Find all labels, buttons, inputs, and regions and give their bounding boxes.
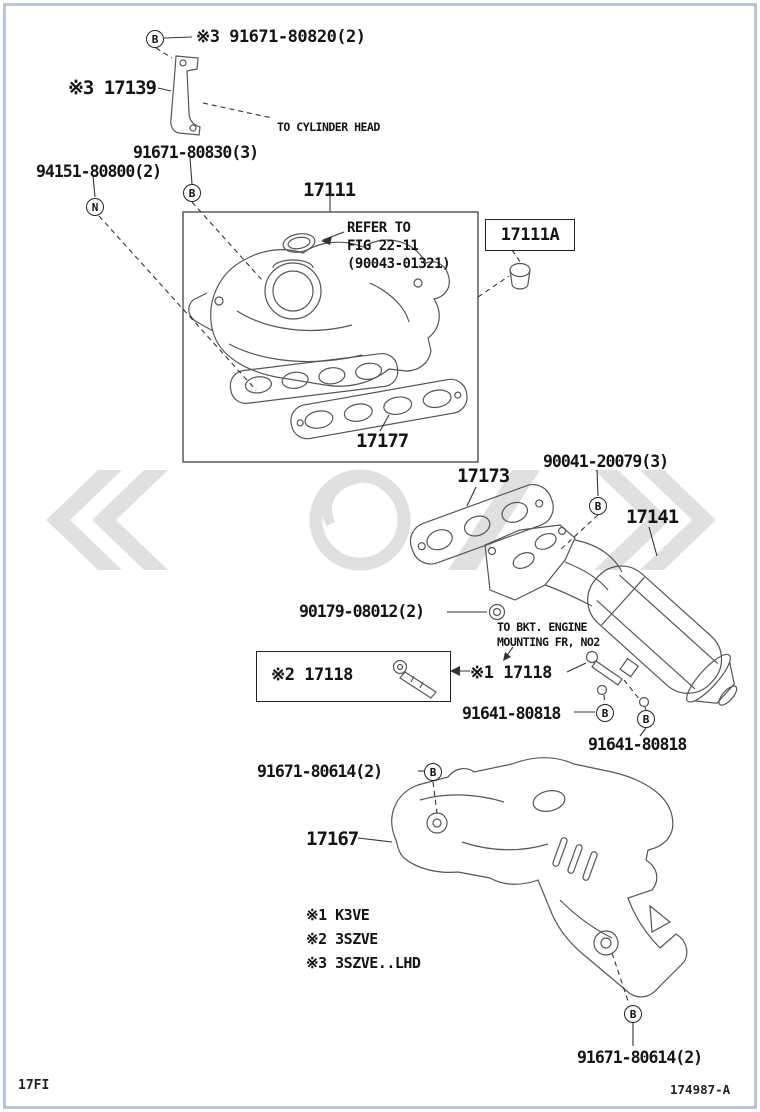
part-label-90041-20079: 90041-20079(3) — [543, 452, 669, 471]
callout-box-17111a: 17111A — [485, 219, 575, 251]
part-label-91671-80820: ※3 91671-80820(2) — [196, 27, 366, 47]
part-label-17139: ※3 17139 — [68, 77, 157, 99]
legend-item-1: ※1 K3VE — [306, 906, 370, 924]
part-label-91671-80614-lower: 91671-80614(2) — [577, 1048, 703, 1067]
stud-bolt-left — [596, 684, 608, 696]
legend-item-2: ※2 3SZVE — [306, 930, 378, 948]
intake-manifold-drawing — [188, 239, 450, 404]
part-label-17118-v2: ※2 17118 — [271, 665, 353, 685]
part-17111a-drawing — [509, 262, 531, 290]
leader-lines — [92, 36, 658, 1046]
stud-17118-v1-drawing — [585, 650, 640, 686]
part-label-17177: 17177 — [356, 430, 409, 452]
fastener-marker-b5: B — [637, 710, 655, 728]
callout-box-17118-v2: ※2 17118 — [256, 651, 451, 702]
part-label-91671-80614-upper: 91671-80614(2) — [257, 762, 383, 781]
part-label-17173: 17173 — [457, 465, 510, 487]
legend-item-3: ※3 3SZVE..LHD — [306, 954, 421, 972]
fastener-marker-b3: B — [589, 497, 607, 515]
part-label-91671-80830: 91671-80830(3) — [133, 143, 259, 162]
watermark-logo — [46, 469, 716, 571]
refer-note: REFER TO FIG 22-11 (90043-01321) — [347, 219, 451, 273]
part-label-91641-80818-left: 91641-80818 — [462, 704, 561, 723]
fastener-marker-n1: N — [86, 198, 104, 216]
gasket-17173-drawing — [409, 484, 554, 565]
fastener-marker-b7: B — [624, 1005, 642, 1023]
part-label-91641-80818-right: 91641-80818 — [588, 735, 687, 754]
refer-note-line1: REFER TO — [347, 220, 411, 236]
annotation-to-bkt-line2: MOUNTING FR, NO2 — [497, 635, 600, 649]
nut-90179-drawing — [488, 603, 506, 621]
part-label-17167: 17167 — [306, 828, 359, 850]
fastener-marker-b4: B — [596, 704, 614, 722]
variant-legend: ※1 K3VE ※2 3SZVE ※3 3SZVE..LHD — [306, 903, 421, 975]
footer-section-code: 17FI — [18, 1078, 50, 1093]
part-label-17111: 17111 — [303, 179, 356, 201]
fastener-marker-b2: B — [183, 184, 201, 202]
annotation-to-cylinder-head: TO CYLINDER HEAD — [277, 120, 380, 134]
part-label-17111a: 17111A — [500, 225, 560, 245]
part-label-17118-v1: ※1 17118 — [470, 663, 552, 683]
annotation-to-bkt-line1: TO BKT. ENGINE — [497, 620, 587, 634]
heat-shield-17167-drawing — [391, 757, 688, 998]
stud-bolt-right — [638, 696, 650, 708]
gasket-17177-drawing — [290, 378, 468, 440]
refer-note-line2: FIG 22-11 — [347, 238, 419, 254]
part-drawings — [170, 55, 738, 998]
footer-figure-code: 174987-A — [670, 1082, 731, 1097]
fastener-marker-b1: B — [146, 30, 164, 48]
stud-17118-v2-drawing — [392, 659, 437, 699]
fastener-marker-b6: B — [424, 763, 442, 781]
part-label-17141: 17141 — [626, 506, 679, 528]
part-label-90179-08012: 90179-08012(2) — [299, 602, 425, 621]
exhaust-manifold-17141-drawing — [484, 524, 738, 708]
part-label-94151-80800: 94151-80800(2) — [36, 162, 162, 181]
bracket-17139-drawing — [170, 55, 201, 136]
refer-note-line3: (90043-01321) — [347, 256, 451, 272]
